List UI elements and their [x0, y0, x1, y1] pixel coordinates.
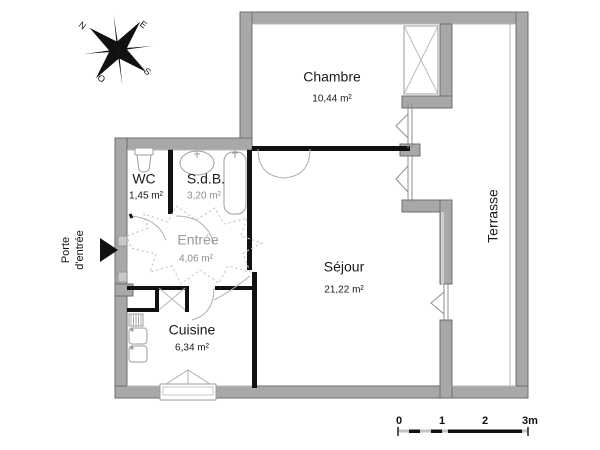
scale-seg-1	[409, 429, 420, 433]
entrance-arrow-icon	[100, 238, 118, 262]
door-sdb-icon	[175, 215, 215, 245]
wall-terrasse-right	[515, 11, 529, 399]
partition-sdb-right	[247, 150, 252, 270]
entrance-label-line2: d'entrée	[74, 230, 86, 269]
entree-outline	[126, 205, 264, 285]
room-area-chambre: 10,44 m²	[312, 94, 352, 105]
compass-star-icon	[82, 14, 154, 86]
room-area-wc: 1,45 m²	[129, 191, 164, 202]
room-label-sdb: S.d.B.	[187, 171, 225, 187]
compass-rose: N E S O	[77, 14, 154, 86]
scale-tick-0: 0	[396, 415, 402, 427]
scale-bar: 0 1 2 3m	[396, 415, 538, 436]
kitchen-sink-drain-1	[130, 328, 134, 332]
door-chambre-icon	[257, 148, 311, 179]
room-area-entree: 4,06 m²	[179, 254, 214, 265]
wall-chambre-left	[239, 11, 253, 145]
scale-seg-3	[448, 429, 522, 433]
compass-letter-n: N	[77, 20, 88, 32]
partition-closet-right	[185, 286, 189, 312]
window-chambre-north-icon	[403, 25, 439, 95]
room-label-terrasse: Terrasse	[485, 189, 501, 243]
scale-tick-1: 1	[439, 415, 445, 427]
sliding-door-sejour-icon	[441, 212, 444, 284]
wall-left	[114, 137, 128, 399]
toilet-cistern-icon	[134, 147, 154, 156]
room-label-cuisine: Cuisine	[169, 322, 216, 338]
room-area-sdb: 3,20 m²	[187, 191, 222, 202]
closet-cross-icon	[158, 287, 186, 311]
wall-step-upper	[401, 95, 453, 109]
window-sejour-east-1-icon	[395, 156, 413, 202]
toilet-bowl-icon	[136, 154, 152, 173]
room-label-chambre: Chambre	[303, 69, 361, 85]
entree-floor-shape	[126, 205, 264, 285]
door-sejour-icon	[213, 275, 251, 301]
entrance-label-line1: Porte	[60, 237, 72, 263]
window-cuisine-south-icon	[159, 369, 217, 401]
scale-tick-3: 3m	[522, 415, 538, 427]
partition-closet-mid	[155, 286, 159, 312]
wall-terrasse-bottom	[439, 385, 529, 399]
room-labels: Chambre 10,44 m² WC 1,45 m² S.d.B. 3,20 …	[129, 69, 501, 354]
partition-cuisine-sejour	[252, 272, 257, 388]
room-label-wc: WC	[132, 171, 155, 187]
window-sejour-east-2-icon	[430, 284, 449, 322]
door-entrance-icon	[117, 235, 128, 283]
entrance-annotation: Porte d'entrée	[60, 230, 118, 270]
door-wc-icon	[128, 213, 167, 241]
room-area-sejour: 21,22 m²	[324, 285, 364, 296]
scale-tick-2: 2	[482, 415, 488, 427]
wall-terrasse-left-lower	[439, 319, 453, 399]
kitchen-sink-basin-1	[128, 327, 148, 345]
partition-closet-bottom	[127, 308, 159, 312]
compass-letter-e: E	[138, 19, 149, 31]
partition-cuisine-top-right	[215, 286, 257, 290]
compass-letter-s: S	[142, 66, 153, 78]
fixtures	[128, 147, 247, 363]
window-chambre-east-icon	[395, 104, 413, 148]
kitchen-sink-drain-2	[130, 346, 134, 350]
room-area-cuisine: 6,34 m²	[175, 343, 210, 354]
interior-partitions	[127, 146, 410, 388]
wall-terrasse-left-upper	[439, 23, 453, 97]
partition-wc-sdb	[168, 150, 173, 214]
kitchen-sink-basin-2	[128, 345, 148, 363]
compass-letter-o: O	[96, 72, 108, 84]
partition-chambre-sejour	[252, 146, 410, 151]
wall-top	[239, 11, 529, 25]
door-cuisine-icon	[191, 287, 215, 321]
bathtub-icon	[223, 151, 247, 215]
room-label-sejour: Séjour	[324, 259, 365, 275]
scale-seg-2	[431, 429, 442, 433]
room-label-entree: Entrée	[177, 232, 218, 248]
openings	[117, 25, 449, 401]
worktop-hatch	[130, 314, 142, 326]
